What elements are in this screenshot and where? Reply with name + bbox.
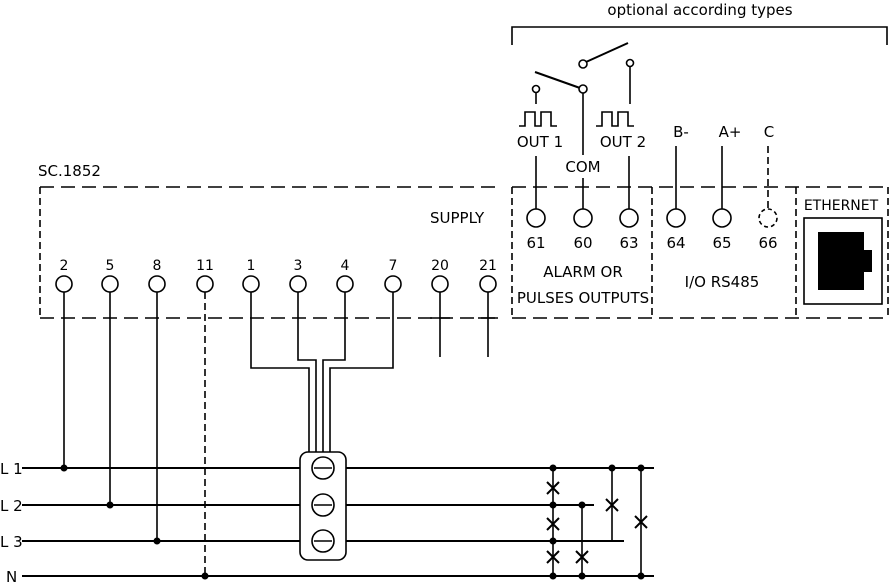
line-label-n: N	[6, 568, 17, 586]
terminal-label: 66	[758, 234, 777, 252]
terminal-label: 4	[341, 258, 350, 274]
ethernet-port-frame	[803, 217, 883, 305]
terminal-label: 3	[294, 258, 303, 274]
current-transformer-block	[299, 451, 347, 561]
rs485-b-label: B-	[673, 123, 689, 141]
rs485-a-label: A+	[719, 123, 742, 141]
terminal-label: 7	[389, 258, 398, 274]
terminal-label: 60	[573, 234, 592, 252]
pulse-symbol-out2	[596, 111, 634, 127]
line-label-l2: L 2	[0, 497, 23, 515]
terminal-circle	[431, 275, 449, 293]
line-label-l1: L 1	[0, 460, 23, 478]
rs485-c-label: C	[764, 123, 774, 141]
com-label: COM	[565, 158, 600, 176]
ethernet-block: ETHERNET	[803, 198, 883, 305]
line-label-l3: L 3	[0, 533, 23, 551]
device-label: SC.1852	[38, 162, 101, 180]
terminal-circle	[384, 275, 402, 293]
terminal-circle	[148, 275, 166, 293]
terminal-circle	[289, 275, 307, 293]
terminal-label: 64	[666, 234, 685, 252]
terminal-label: 2	[60, 258, 69, 274]
terminal-label: 1	[247, 258, 256, 274]
terminal-label: 20	[431, 258, 449, 274]
terminal-circle	[55, 275, 73, 293]
rs485-caption: I/O RS485	[685, 273, 760, 291]
terminal-label: 65	[712, 234, 731, 252]
rj45-port-icon	[818, 232, 872, 290]
terminal-circle	[242, 275, 260, 293]
pulse-symbol-out1	[519, 111, 557, 127]
terminal-circle	[196, 275, 214, 293]
voltage-wires	[63, 292, 206, 576]
ethernet-label: ETHERNET	[804, 198, 879, 214]
terminal-label: 61	[526, 234, 545, 252]
terminal-label: 11	[196, 258, 214, 274]
relay-outputs-block: OUT 1 COM OUT 2 61 60 63 ALARM OR PULSES…	[517, 42, 649, 307]
supply-label: SUPPLY	[430, 209, 485, 227]
terminal-circle	[336, 275, 354, 293]
out2-label: OUT 2	[600, 133, 646, 151]
load-crosslinks	[546, 468, 648, 576]
optional-bracket	[511, 26, 888, 45]
terminal-circle	[479, 275, 497, 293]
device-enclosure	[39, 186, 890, 319]
phase-lines	[22, 467, 654, 577]
terminal-label: 8	[153, 258, 162, 274]
terminal-label: 21	[479, 258, 497, 274]
terminal-circle	[101, 275, 119, 293]
optional-types-note: optional according types	[607, 1, 792, 19]
main-terminals: 2 5 8 11 1 3 4 7 20 21	[55, 258, 497, 293]
supply-wires	[430, 292, 498, 357]
terminal-label: 5	[106, 258, 115, 274]
relay-caption-line1: ALARM OR	[543, 263, 623, 281]
terminal-label: 63	[619, 234, 638, 252]
relay-caption-line2: PULSES OUTPUTS	[517, 289, 649, 307]
current-wires	[250, 292, 394, 452]
rs485-block: B- A+ C 64 65 66 I/O RS485	[666, 123, 778, 291]
out1-label: OUT 1	[517, 133, 563, 151]
